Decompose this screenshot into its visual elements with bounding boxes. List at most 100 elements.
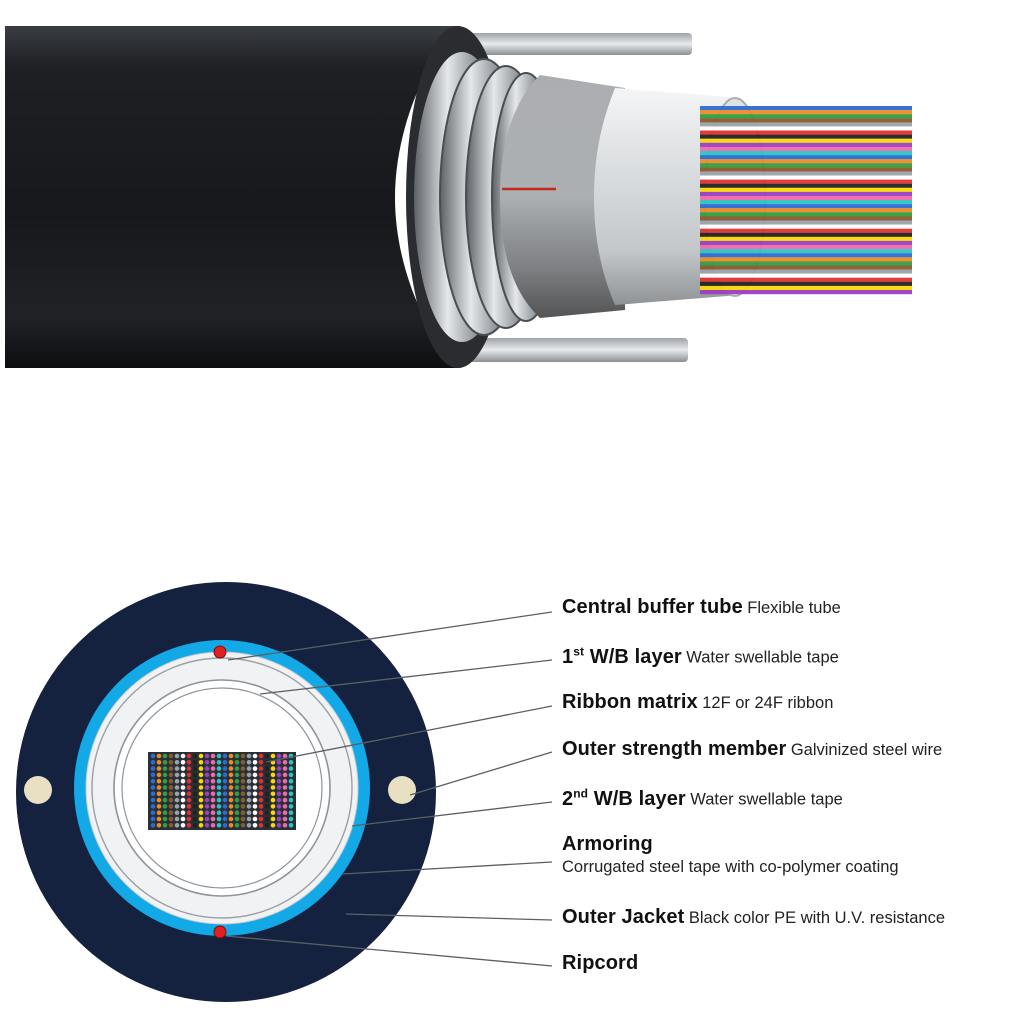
ribbon-fiber-dot [186,797,192,803]
ribbon-fiber-dot [210,823,216,828]
ribbon-fiber-dot [246,772,252,778]
ribbon-fiber-dot [282,785,288,790]
ribbon-fiber-dot [282,760,288,765]
ribbon-fiber-dot [276,797,282,803]
ribbon-fiber-dot [264,778,270,784]
ribbon-fiber-dot [258,823,264,828]
ribbon-fiber-dot [216,772,222,778]
label-name: Ripcord [562,952,639,974]
fiber-strand [700,265,912,270]
ribbon-fiber-dot [270,778,276,784]
ribbon-fiber-dot [222,791,228,797]
ribbon-fiber-dot [150,797,156,803]
ribbon-fiber-dot [276,772,282,778]
ribbon-fiber-dot [276,816,282,822]
ribbon-fiber-dot [174,804,180,809]
ribbon-fiber-dot [258,797,264,803]
ribbon-fiber-dot [264,772,270,778]
ribbon-fiber-dot [288,760,294,765]
ribbon-fiber-dot [282,791,288,797]
ribbon-fiber-dot [162,760,168,765]
ribbon-fiber-dot [246,791,252,797]
ribbon-fiber-dot [288,810,294,815]
ribbon-fiber-dot [228,823,234,828]
label-desc: Water swellable tape [690,790,843,809]
ribbon-fiber-dot [180,816,186,822]
ribbon-fiber-dot [216,816,222,822]
fiber-strand [700,196,912,201]
label-outer-jacket: Outer Jacket Black color PE with U.V. re… [562,906,945,929]
fiber-strand [700,257,912,262]
ribbon-fiber-dot [156,804,162,809]
label-name: 1st W/B layer [562,644,682,668]
ribbon-fiber-dot [192,791,198,797]
ribbon-fiber-dot [186,804,192,809]
ribbon-fiber-dot [162,804,168,809]
ribbon-fiber-dot [180,766,186,771]
ribbon-fiber-dot [246,816,252,822]
ribbon-fiber-dot [282,753,288,759]
ribbon-fiber-dot [252,810,258,815]
fiber-strand [700,245,912,250]
ribbon-fiber-dot [276,760,282,765]
leader-central-buffer-tube [227,611,553,661]
ribbon-fiber-dot [150,760,156,765]
ribbon-fiber-dot [174,778,180,784]
ribbon-matrix-section [148,752,296,830]
ribbon-fiber-dot [204,785,210,790]
ribbon-fiber-dot [216,797,222,803]
ribbon-fiber-dot [192,778,198,784]
ribbon-fiber-dot [198,804,204,809]
ribbon-fiber-dot [246,778,252,784]
ribbon-fiber-dot [216,766,222,771]
ribbon-fiber-dot [204,791,210,797]
fiber-strand [700,151,912,156]
ribbon-fiber-dot [288,766,294,771]
cable-cutaway-illustration [5,26,912,368]
fiber-strand [700,290,912,295]
label-name: Armoring [562,833,653,855]
ribbon-fiber-dot [264,766,270,771]
ribbon-fiber-dot [228,753,234,759]
central-buffer-tube-inner [121,687,323,889]
ribbon-fiber-dot [174,785,180,790]
strength-wire-top [430,33,692,55]
ribbon-fiber-dot [222,810,228,815]
ribbon-fiber-dot [258,766,264,771]
ribbon-fiber-dot [168,810,174,815]
fiber-strand [700,273,912,278]
fiber-strand [700,183,912,188]
ribbon-fiber-dot [288,816,294,822]
ribbon-fiber-dot [240,778,246,784]
ribbon-fiber-dot [288,823,294,828]
ribbon-fiber-dots [150,753,294,828]
ribbon-fiber-dot [270,816,276,822]
ribbon-fiber-dot [180,778,186,784]
ribbon-fiber-dot [252,766,258,771]
label-desc: 12F or 24F ribbon [702,694,834,712]
fiber-strand [700,261,912,266]
label-outer-strength-member: Outer strength member Galvinized steel w… [562,738,942,761]
fiber-strand [700,249,912,254]
ribbon-fiber-dot [234,810,240,815]
fiber-strand [700,269,912,274]
ribbon-fiber-dot [204,810,210,815]
ribbon-fiber-dot [240,797,246,803]
fiber-strand [700,171,912,176]
ribbon-fiber-dot [174,797,180,803]
ribbon-fiber-dot [180,791,186,797]
label-name: 2nd W/B layer [562,786,686,810]
ribbon-fiber-dot [186,772,192,778]
ribbon-fiber-dot [246,753,252,759]
ribbon-fiber-dot [288,804,294,809]
ribbon-fiber-dot [240,816,246,822]
ribbon-fiber-dot [276,791,282,797]
ribbon-fiber-dot [198,772,204,778]
label-ripcord: Ripcord [562,952,638,975]
ribbon-fiber-dot [168,760,174,765]
ribbon-fiber-dot [222,766,228,771]
ribbon-fiber-dot [228,760,234,765]
ribbon-fiber-dot [216,785,222,790]
leader-ripcord [225,935,553,967]
ribbon-fiber-dot [162,791,168,797]
